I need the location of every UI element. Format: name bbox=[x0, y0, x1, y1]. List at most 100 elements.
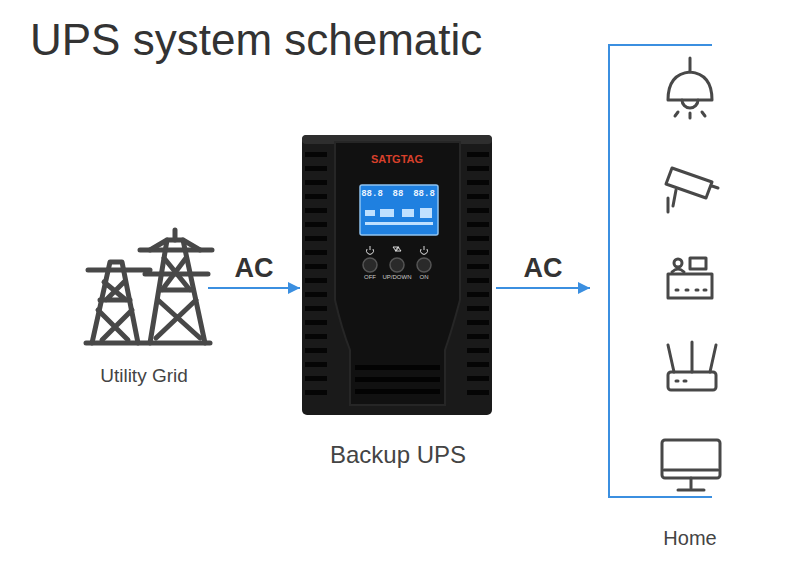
ups-unit-picture bbox=[467, 194, 489, 199]
ups-unit-picture bbox=[467, 320, 489, 325]
ups-unit-picture bbox=[467, 292, 489, 297]
ups-unit-picture bbox=[467, 222, 489, 227]
appliance-icons bbox=[668, 190, 676, 212]
ups-unit-picture bbox=[420, 208, 432, 218]
ups-unit-picture bbox=[305, 180, 327, 185]
edge-label: AC bbox=[232, 255, 277, 282]
appliance-icons bbox=[676, 289, 706, 292]
diagram-title: UPS system schematic bbox=[30, 14, 482, 67]
ups-unit-picture bbox=[305, 334, 327, 339]
ups-unit-picture bbox=[467, 250, 489, 255]
flow-arrow bbox=[496, 287, 590, 289]
display-digits: 88.8 bbox=[361, 190, 383, 199]
ups-unit-picture bbox=[305, 390, 327, 395]
ups-unit-picture bbox=[305, 320, 327, 325]
ups-unit-picture bbox=[421, 246, 428, 254]
power-tower-icon bbox=[92, 262, 138, 343]
appliance-icons bbox=[675, 112, 705, 118]
display-digits: 88.8 bbox=[413, 190, 435, 199]
ups-unit-picture bbox=[305, 278, 327, 283]
ups-unit-picture bbox=[335, 142, 460, 405]
ups-unit-picture bbox=[467, 390, 489, 395]
ups-unit-picture bbox=[355, 377, 440, 382]
ups-unit-picture bbox=[380, 209, 394, 217]
button-label: ON bbox=[420, 274, 429, 280]
ups-unit-picture bbox=[360, 185, 438, 235]
flow-arrow bbox=[208, 287, 300, 289]
ups-unit-picture bbox=[467, 264, 489, 269]
power-tower-icon bbox=[88, 268, 150, 273]
ups-unit-picture bbox=[367, 246, 428, 254]
ups-unit-picture bbox=[367, 246, 374, 254]
ups-unit-picture bbox=[467, 334, 489, 339]
ups-unit-picture bbox=[467, 152, 489, 157]
ups-node: Backup UPS bbox=[300, 130, 496, 472]
ups-unit-picture bbox=[305, 208, 327, 213]
appliance-icons bbox=[662, 440, 720, 478]
node-label: Utility Grid bbox=[100, 365, 188, 388]
display-digits: 88 bbox=[393, 190, 404, 199]
ups-unit-picture bbox=[305, 152, 327, 157]
power-tower-icon bbox=[86, 341, 210, 346]
ups-unit-picture bbox=[467, 166, 489, 171]
brand-label: SATGTAG bbox=[371, 154, 423, 165]
ups-unit-picture bbox=[390, 258, 404, 272]
node-label: Backup UPS bbox=[330, 441, 466, 470]
button-label: UP/DOWN bbox=[383, 274, 412, 280]
ups-unit-picture bbox=[305, 222, 327, 227]
ups-unit-picture bbox=[302, 135, 492, 415]
ups-unit-picture bbox=[305, 264, 327, 269]
appliance-icons bbox=[668, 274, 712, 298]
button-label: ON bbox=[420, 274, 429, 280]
ups-unit-picture bbox=[302, 135, 492, 415]
appliance-icons bbox=[676, 380, 686, 383]
appliance-icons bbox=[662, 58, 720, 490]
power-tower-icon bbox=[156, 258, 200, 338]
home-loads-node: Home bbox=[590, 40, 790, 552]
power-tower-icon bbox=[150, 240, 205, 343]
appliance-icons bbox=[674, 259, 682, 267]
ups-unit-picture bbox=[467, 376, 489, 381]
ups-unit-picture bbox=[467, 362, 489, 367]
appliance-icons bbox=[682, 100, 698, 108]
ups-unit-picture bbox=[305, 376, 327, 381]
appliance-icons bbox=[668, 372, 716, 390]
ups-unit-picture bbox=[305, 362, 327, 367]
ups-unit-picture bbox=[305, 194, 327, 199]
appliance-icons bbox=[668, 58, 712, 100]
ups-unit-picture bbox=[355, 389, 440, 394]
ups-unit-picture bbox=[365, 210, 375, 216]
ups-unit-picture bbox=[363, 258, 377, 272]
appliance-icons bbox=[690, 258, 706, 269]
edge-label: AC bbox=[521, 255, 566, 282]
ups-unit-picture bbox=[363, 258, 431, 272]
power-tower-icon bbox=[98, 282, 132, 340]
appliance-icons bbox=[664, 470, 718, 490]
ups-unit-picture bbox=[355, 365, 440, 394]
ups-unit-picture bbox=[393, 247, 401, 251]
ups-unit-picture bbox=[305, 166, 327, 171]
ups-unit-picture bbox=[402, 209, 414, 217]
display-digits: 88.8 bbox=[361, 190, 383, 199]
appliance-icons bbox=[668, 342, 716, 372]
ups-unit-picture bbox=[355, 365, 440, 370]
ups-unit-picture bbox=[467, 180, 489, 185]
button-label: UP/DOWN bbox=[383, 274, 412, 280]
ups-unit-picture bbox=[467, 278, 489, 283]
ups-unit-picture bbox=[305, 348, 327, 353]
ups-unit-picture bbox=[365, 222, 433, 225]
home-bracket bbox=[609, 45, 712, 497]
ups-unit-picture bbox=[305, 250, 327, 255]
ups-unit-picture bbox=[467, 208, 489, 213]
appliance-icons bbox=[666, 168, 718, 198]
button-label: OFF bbox=[364, 274, 376, 280]
ups-unit-picture bbox=[305, 236, 327, 241]
ups-unit-picture bbox=[417, 258, 431, 272]
grid-source-node: Utility Grid bbox=[80, 215, 208, 390]
display-digits: 88 bbox=[393, 190, 404, 199]
button-label: OFF bbox=[364, 274, 376, 280]
display-digits: 88.8 bbox=[413, 190, 435, 199]
power-tower-icon bbox=[150, 230, 200, 250]
appliance-icons bbox=[672, 269, 684, 272]
